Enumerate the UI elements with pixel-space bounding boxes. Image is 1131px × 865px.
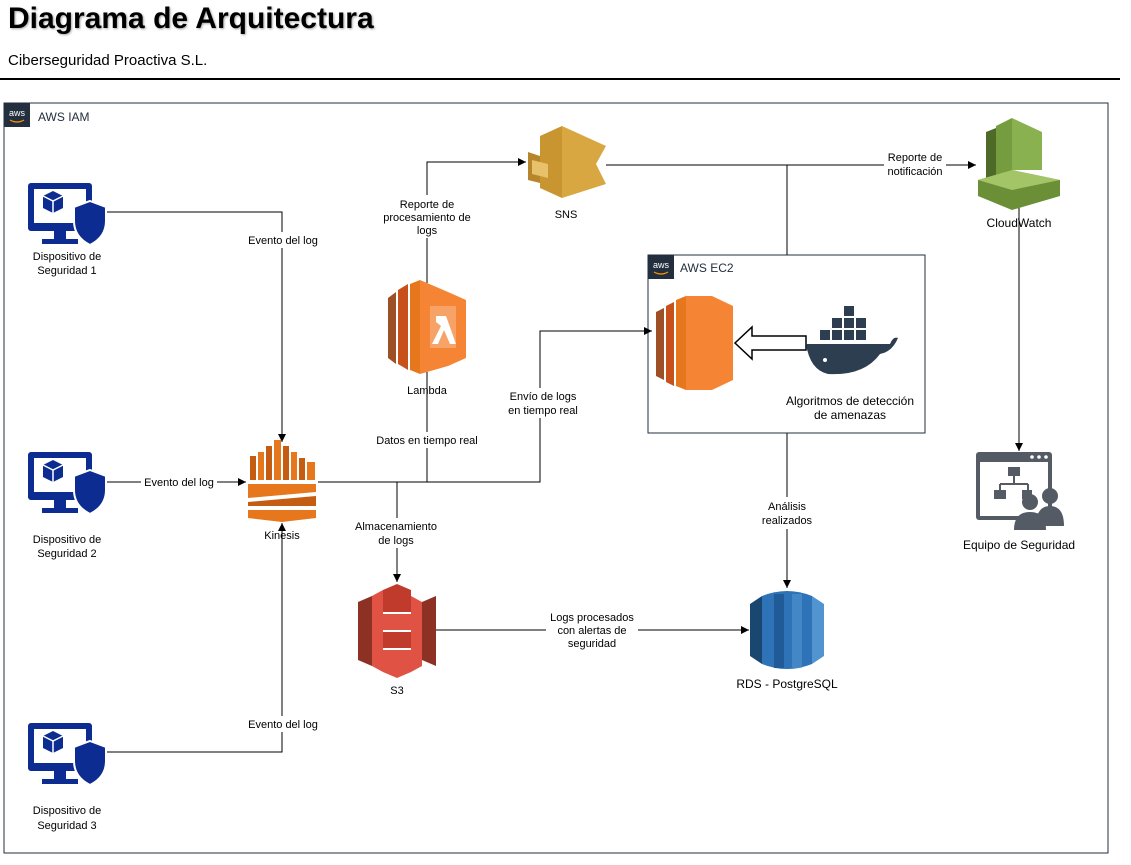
header-divider (0, 78, 1120, 80)
edge-device3-kinesis (107, 523, 286, 753)
edge-kinesis-ec2 (318, 327, 652, 483)
ec2-node (656, 296, 733, 390)
device-1: Dispositivo de Seguridad 1 (27, 182, 107, 277)
sns-label: SNS (555, 209, 578, 221)
cloudwatch-node: CloudWatch (978, 118, 1060, 230)
docker-icon (806, 306, 898, 375)
edge-label-datos: Datos en tiempo real (376, 435, 478, 447)
page-title: Diagrama de Arquitectura (8, 2, 374, 35)
edge-label-envio-1: Envío de logs (510, 391, 577, 403)
sns-icon (528, 126, 606, 198)
device-3: Dispositivo de Seguridad 3 (27, 722, 107, 832)
team-label: Equipo de Seguridad (963, 538, 1075, 552)
lambda-icon (388, 280, 466, 374)
kinesis-icon (248, 440, 316, 522)
edge-label-evento3: Evento del log (248, 719, 318, 731)
sns-node: SNS (528, 126, 606, 221)
edge-label-logs-proc-1: Logs procesados (550, 612, 634, 624)
device-2-label-2: Seguridad 2 (37, 548, 96, 560)
edge-device1-kinesis (107, 211, 286, 442)
page-subtitle: Ciberseguridad Proactiva S.L. (8, 52, 208, 69)
kinesis-node: Kinesis (248, 440, 316, 542)
edge-label-logs-proc-2: con alertas de (557, 625, 626, 637)
s3-icon (358, 584, 436, 678)
docker-node: Algoritmos de detección de amenazas (782, 306, 918, 424)
aws-iam-label: AWS IAM (38, 110, 90, 124)
edge-label-notif-1: Reporte de (888, 152, 942, 164)
edge-label-evento1: Evento del log (248, 235, 318, 247)
rds-node: RDS - PostgreSQL (736, 591, 838, 691)
svg-text:aws: aws (653, 260, 670, 270)
team-node: Equipo de Seguridad (963, 452, 1075, 552)
device-2: Dispositivo de Seguridad 2 (27, 451, 107, 560)
edge-label-analisis-2: realizados (762, 515, 813, 527)
ec2-icon (656, 296, 733, 390)
edge-label-reporte-proc-2: procesamiento de (383, 212, 470, 224)
docker-label-2: de amenazas (814, 408, 886, 422)
edge-label-envio-2: en tiempo real (508, 405, 578, 417)
cloudwatch-icon (978, 118, 1060, 210)
team-icon (976, 452, 1064, 530)
edge-kinesis-s3 (318, 481, 401, 582)
edge-label-evento2: Evento del log (144, 477, 214, 489)
edge-label-reporte-proc-1: Reporte de (400, 199, 454, 211)
edge-label-notif-2: notificación (887, 166, 942, 178)
kinesis-label: Kinesis (264, 530, 300, 542)
edge-docker-ec2 (733, 325, 807, 361)
aws-ec2-label: AWS EC2 (680, 261, 734, 275)
aws-iam-group: aws AWS IAM (3, 102, 1109, 854)
edge-label-almac-2: de logs (378, 535, 414, 547)
edge-label-logs-proc-3: seguridad (568, 638, 616, 650)
edge-label-almac-1: Almacenamiento (355, 521, 437, 533)
monitor-shield-icon (27, 451, 107, 515)
device-3-label-2: Seguridad 3 (37, 820, 96, 832)
edge-label-analisis-1: Análisis (768, 501, 806, 513)
lambda-node: Lambda (388, 280, 466, 397)
device-1-label-1: Dispositivo de (33, 251, 101, 263)
edge-label-reporte-proc-3: logs (417, 225, 438, 237)
edge-lambda-sns (426, 158, 526, 283)
rds-icon (750, 591, 824, 669)
edge-labels: Evento del log Evento del log Evento del… (141, 150, 946, 732)
rds-label: RDS - PostgreSQL (736, 677, 838, 691)
docker-label-1: Algoritmos de detección (786, 394, 914, 408)
s3-label: S3 (390, 685, 403, 697)
s3-node: S3 (358, 584, 436, 697)
edges (107, 158, 1023, 753)
lambda-label: Lambda (407, 385, 448, 397)
svg-text:aws: aws (9, 108, 26, 118)
cloudwatch-label: CloudWatch (987, 216, 1052, 230)
monitor-shield-icon (27, 182, 107, 246)
aws-logo-icon: aws (4, 103, 30, 127)
device-2-label-1: Dispositivo de (33, 534, 101, 546)
device-1-label-2: Seguridad 1 (37, 265, 96, 277)
aws-logo-icon: aws (648, 255, 674, 279)
device-3-label-1: Dispositivo de (33, 805, 101, 817)
monitor-shield-icon (27, 722, 107, 786)
